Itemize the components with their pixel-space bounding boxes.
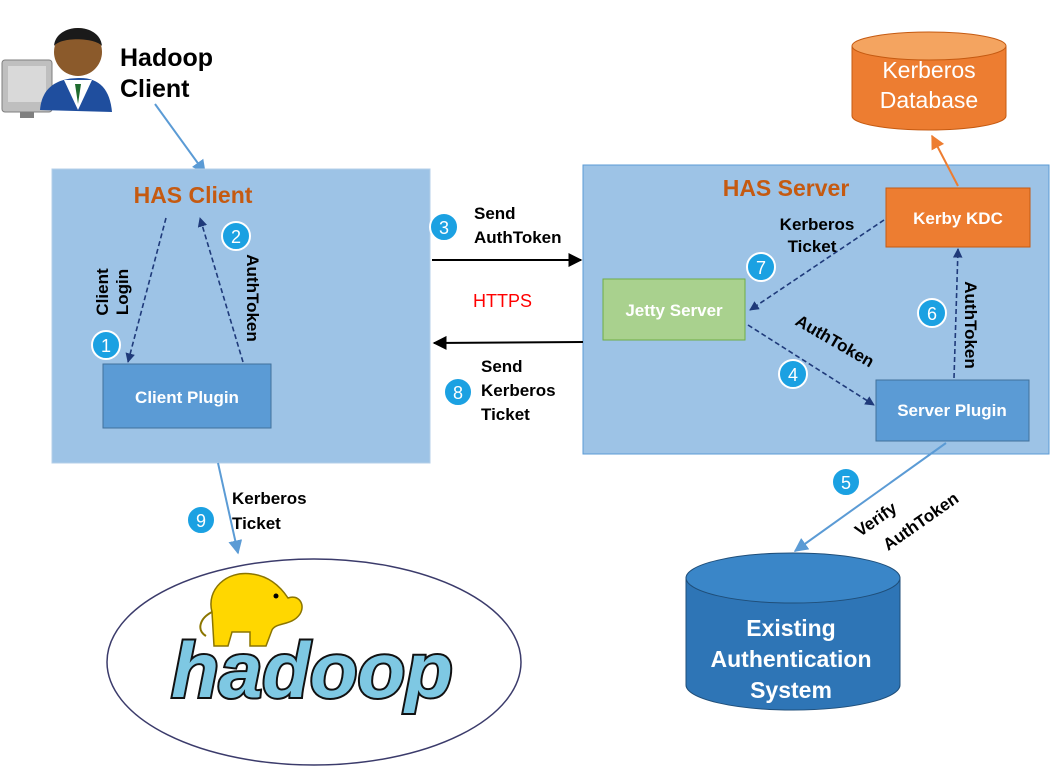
step-2-badge: 2	[221, 221, 251, 251]
svg-text:1: 1	[101, 336, 111, 356]
client-login-label-line2: Login	[113, 269, 132, 315]
jetty-server-box	[602, 278, 746, 341]
send-authtoken-line1: Send	[474, 204, 516, 223]
server-kerberos-ticket-line2: Ticket	[788, 237, 837, 256]
kdc-to-database-arrow	[931, 134, 959, 187]
kerby-kdc-box	[885, 187, 1031, 248]
client-login-label-line1: Client	[93, 268, 112, 316]
hadoop-cluster-ellipse	[106, 558, 522, 766]
server-plugin-to-kdc-arrow	[952, 248, 963, 379]
has-server-title: HAS Server	[723, 175, 850, 201]
kerberos-database-line1: Kerberos	[882, 57, 975, 83]
hadoop-elephant-icon	[199, 572, 303, 647]
hadoop-logo-text: hadoop	[171, 626, 453, 714]
jetty-to-server-plugin-arrow	[747, 324, 875, 406]
verify-authtoken-arrow	[793, 442, 947, 552]
step-4-badge: 4	[778, 359, 808, 389]
has-client-title: HAS Client	[134, 182, 253, 208]
send-authtoken-line2: AuthToken	[474, 228, 562, 247]
server-authtoken-step6-label: AuthToken	[961, 281, 980, 369]
existing-auth-cylinder	[685, 552, 901, 711]
kerby-kdc-label: Kerby KDC	[913, 209, 1003, 228]
hadoop-client-label-line2: Client	[120, 75, 190, 103]
svg-text:5: 5	[841, 473, 851, 493]
svg-text:2: 2	[231, 227, 241, 247]
user-to-has-client-arrow	[154, 103, 206, 175]
existing-auth-line2: Authentication	[711, 646, 872, 672]
step-3-badge: 3	[429, 212, 459, 242]
send-ticket-line1: Send	[481, 357, 523, 376]
client-to-hadoop-arrow	[217, 462, 243, 555]
send-ticket-line2: Kerberos	[481, 381, 556, 400]
step-7-badge: 7	[746, 252, 776, 282]
client-authtoken-label: AuthToken	[243, 254, 262, 342]
existing-auth-line3: System	[750, 677, 832, 703]
step-9-badge: 9	[186, 505, 216, 535]
svg-text:7: 7	[756, 258, 766, 278]
client-plugin-label: Client Plugin	[135, 388, 239, 407]
server-plugin-label: Server Plugin	[897, 401, 1007, 420]
client-login-arrow	[125, 217, 167, 363]
server-plugin-box	[875, 379, 1030, 442]
kdc-to-jetty-ticket-arrow	[749, 219, 885, 311]
svg-text:9: 9	[196, 511, 206, 531]
https-label: HTTPS	[473, 291, 532, 311]
step-5-badge: 5	[831, 467, 861, 497]
kerberos-database-cylinder	[851, 31, 1007, 131]
authtoken-return-arrow	[197, 217, 244, 363]
svg-text:3: 3	[439, 218, 449, 238]
step-6-badge: 6	[917, 298, 947, 328]
step-1-badge: 1	[91, 330, 121, 360]
svg-text:8: 8	[453, 383, 463, 403]
send-ticket-arrow	[432, 335, 584, 350]
user-at-computer-icon	[1, 28, 112, 118]
client-plugin-box	[102, 363, 272, 429]
svg-text:6: 6	[927, 304, 937, 324]
jetty-server-label: Jetty Server	[625, 301, 723, 320]
hadoop-ticket-line1: Kerberos	[232, 489, 307, 508]
existing-auth-line1: Existing	[746, 615, 835, 641]
svg-text:4: 4	[788, 365, 798, 385]
send-ticket-line3: Ticket	[481, 405, 530, 424]
verify-label-line2: AuthToken	[880, 489, 963, 555]
hadoop-client-label-line1: Hadoop	[120, 44, 213, 72]
step-8-badge: 8	[443, 377, 473, 407]
server-kerberos-ticket-line1: Kerberos	[780, 215, 855, 234]
hadoop-ticket-line2: Ticket	[232, 514, 281, 533]
kerberos-database-line2: Database	[880, 87, 978, 113]
